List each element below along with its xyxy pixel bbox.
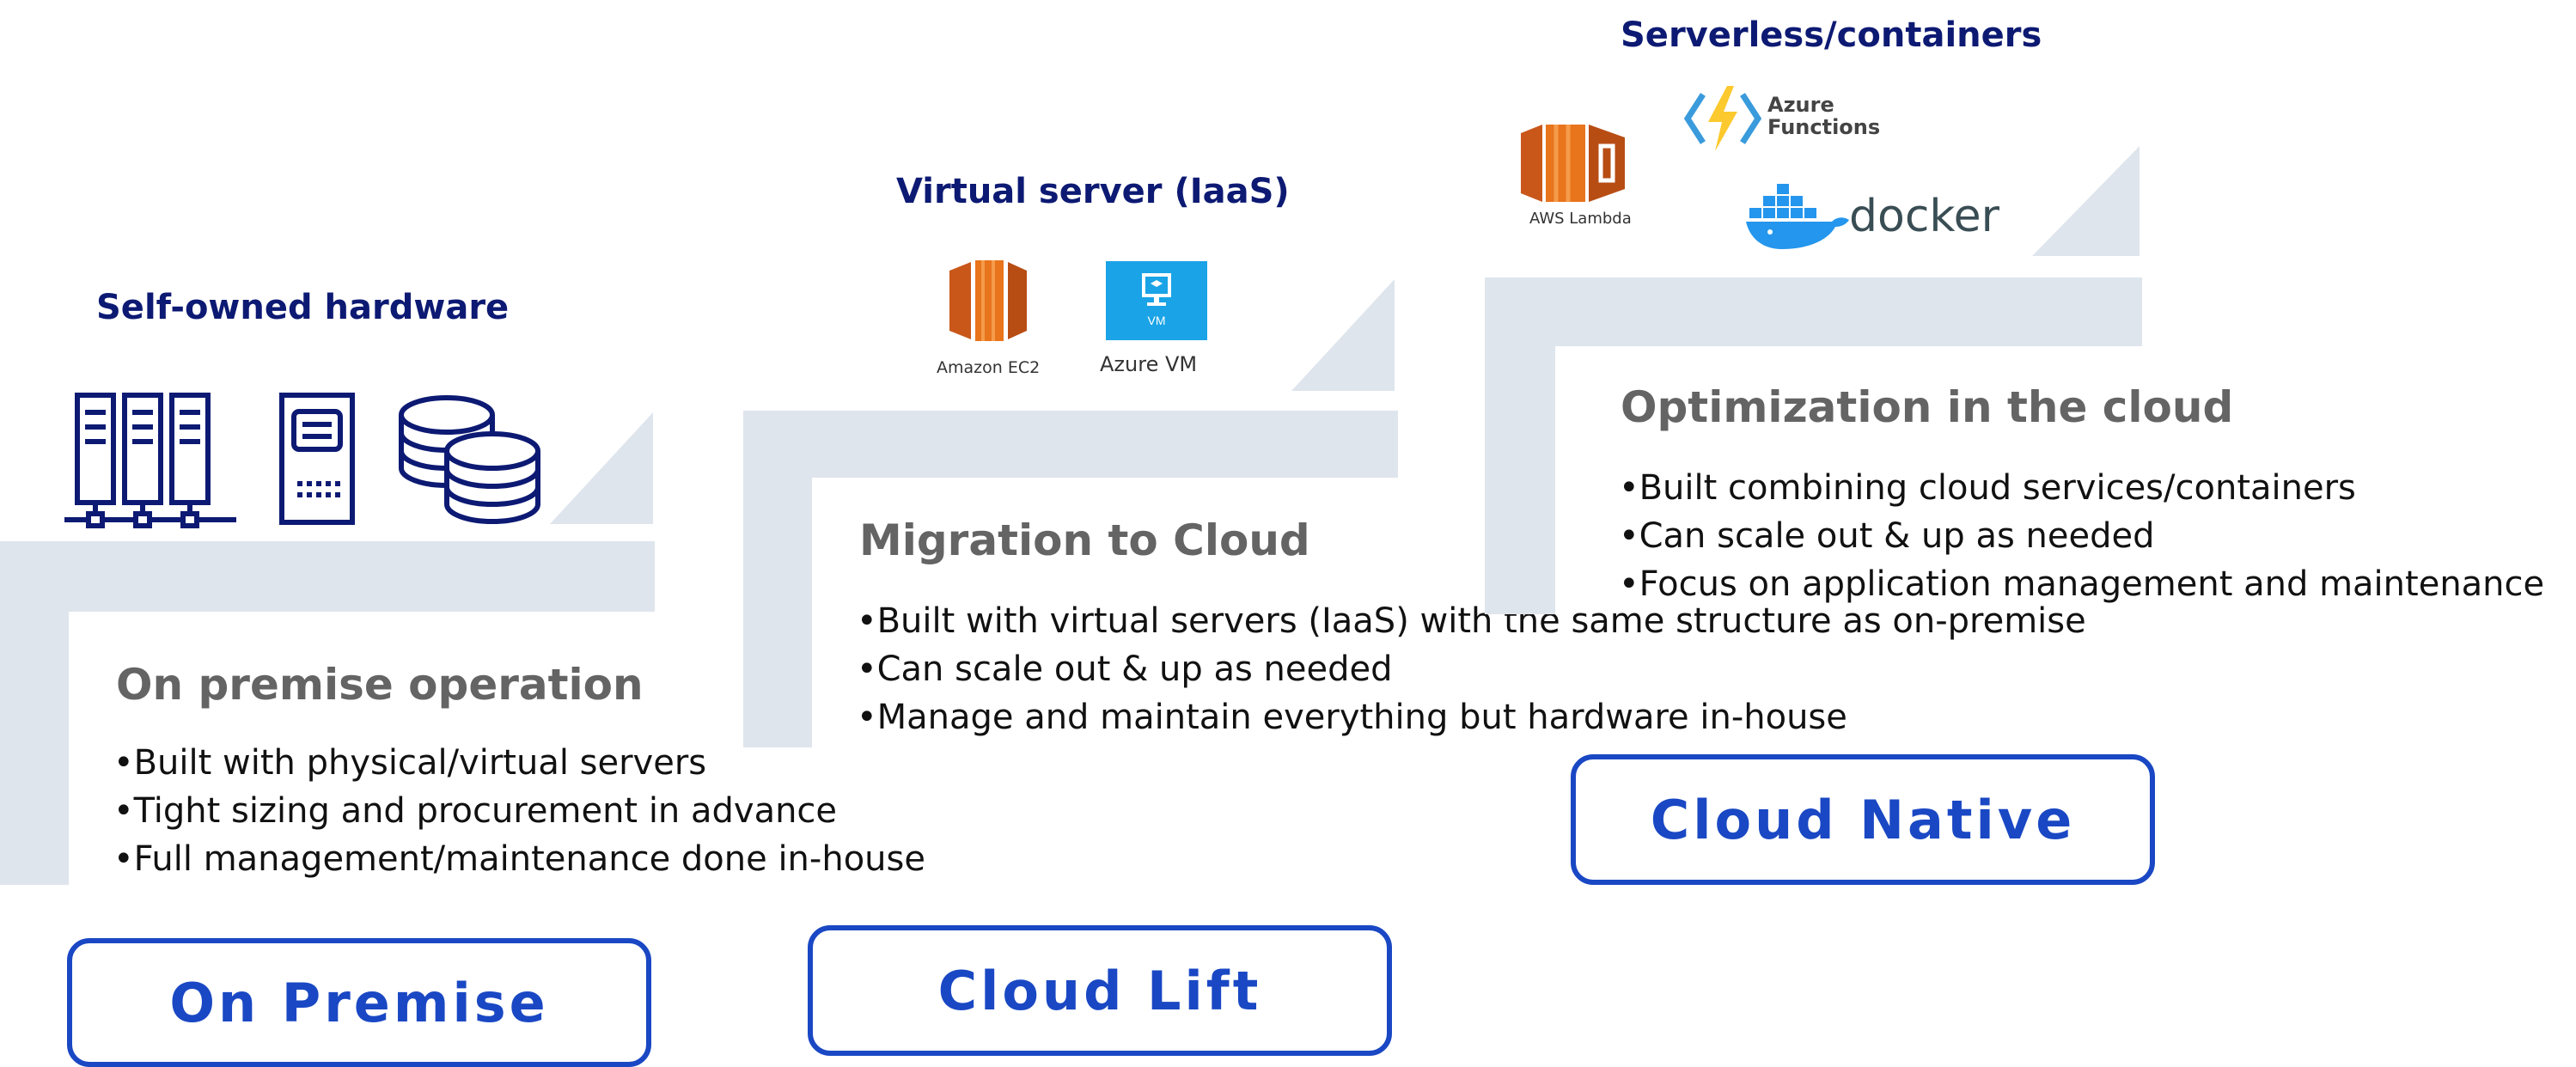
- server-rack-icon: [64, 393, 236, 528]
- stage-1-title: On premise operation: [116, 660, 644, 710]
- azure-functions-label-2: Functions: [1767, 115, 1881, 139]
- step-1-top: [0, 541, 655, 612]
- stage-3-bullet: •Can scale out & up as needed: [1619, 516, 2155, 556]
- stage-3-bullet: •Built combining cloud services/containe…: [1619, 468, 2356, 508]
- server-tower-icon: [279, 393, 355, 525]
- stage-2-bullets: •Built with virtual servers (IaaS) with …: [857, 597, 2086, 741]
- aws-lambda-icon: [1521, 125, 1625, 202]
- step-3-top: [1485, 277, 2142, 346]
- stage-3-bullet: •Focus on application management and mai…: [1619, 564, 2545, 604]
- docker-label: docker: [1849, 191, 2000, 242]
- stage-2-title: Migration to Cloud: [859, 515, 1310, 565]
- stage-2-bullet: •Can scale out & up as needed: [857, 649, 1393, 689]
- step-3-riser: [1485, 277, 1555, 614]
- step-2-riser: [743, 411, 812, 747]
- azure-vm-icon: VM: [1106, 261, 1207, 340]
- docker-whale-icon: [1746, 184, 1849, 249]
- azure-functions-icon: [1684, 86, 1761, 151]
- stage-3-bullets: •Built combining cloud services/containe…: [1619, 464, 2544, 608]
- cloud-native-button[interactable]: Cloud Native: [1571, 754, 2155, 885]
- stage-1-bullet: •Full management/maintenance done in-hou…: [113, 839, 925, 879]
- on-premise-button[interactable]: On Premise: [67, 938, 651, 1067]
- stage-3-title: Optimization in the cloud: [1621, 382, 2234, 432]
- cloud-lift-button[interactable]: Cloud Lift: [808, 925, 1392, 1056]
- step-3-triangle: [2032, 146, 2140, 256]
- stage-1-heading: Self-owned hardware: [96, 288, 510, 327]
- ec2-label: Amazon EC2: [937, 358, 1041, 377]
- database-icon: [399, 395, 540, 524]
- stage-2-heading: Virtual server (IaaS): [896, 172, 1290, 211]
- vm-badge-label: VM: [1148, 314, 1166, 327]
- step-2-top: [743, 411, 1398, 478]
- stage-1-bullet: •Built with physical/virtual servers: [113, 743, 707, 783]
- azure-functions-label-1: Azure: [1767, 93, 1834, 117]
- azure-vm-label: Azure VM: [1100, 352, 1198, 376]
- aws-lambda-label: AWS Lambda: [1529, 210, 1632, 228]
- stage-3-heading: Serverless/containers: [1621, 15, 2042, 55]
- step-2-triangle: [1291, 279, 1395, 391]
- stage-2-bullet: •Manage and maintain everything but hard…: [857, 698, 1847, 737]
- step-1-triangle: [550, 412, 653, 524]
- amazon-ec2-icon: [949, 260, 1027, 341]
- step-1-riser: [0, 541, 69, 885]
- stage-2-bullet: •Built with virtual servers (IaaS) with …: [857, 601, 2086, 641]
- stage-1-bullets: •Built with physical/virtual servers •Ti…: [113, 739, 925, 883]
- stage-1-bullet: •Tight sizing and procurement in advance: [113, 791, 838, 831]
